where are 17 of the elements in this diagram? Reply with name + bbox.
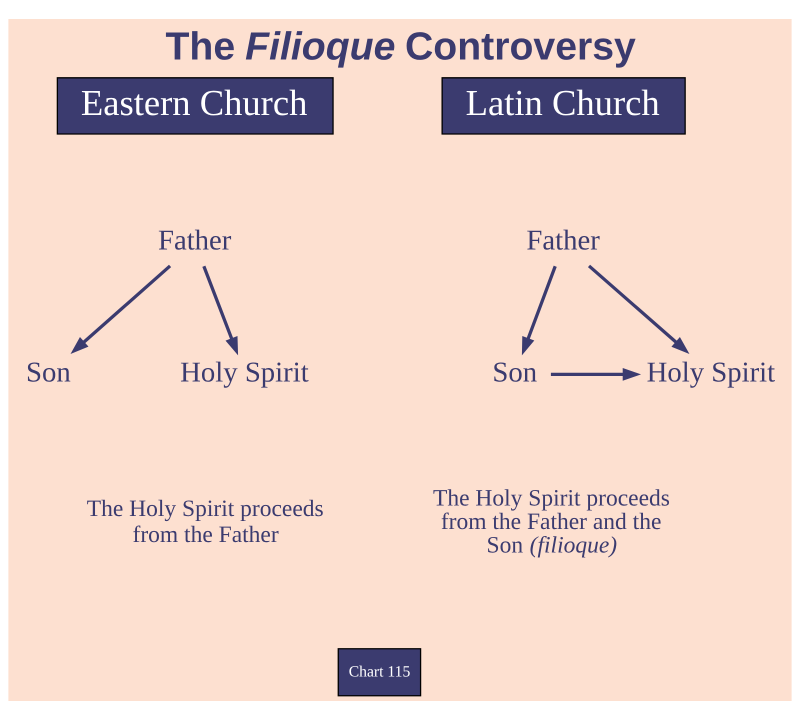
node-text: Son (492, 356, 538, 389)
arrow (522, 266, 557, 356)
node-text: Holy Spirit (180, 356, 309, 389)
node-box: Eastern Church (56, 77, 334, 135)
node-text: Son (26, 356, 71, 389)
diagram-title: The Filioque Controversy (165, 26, 636, 68)
node-text: Father (526, 224, 600, 257)
arrow (550, 368, 642, 381)
label: The Holy Spirit proceeds from the Father and the Son (filioque) (432, 486, 670, 559)
arrow (70, 264, 172, 354)
node-text: Holy Spirit (646, 356, 776, 389)
node-box: Latin Church (441, 77, 686, 135)
node-text: Father (158, 224, 232, 257)
label: Chart 115 (348, 663, 410, 680)
arrow (588, 264, 690, 354)
label: The Holy Spirit proceeds from the Father (86, 496, 324, 548)
arrow (202, 266, 238, 356)
